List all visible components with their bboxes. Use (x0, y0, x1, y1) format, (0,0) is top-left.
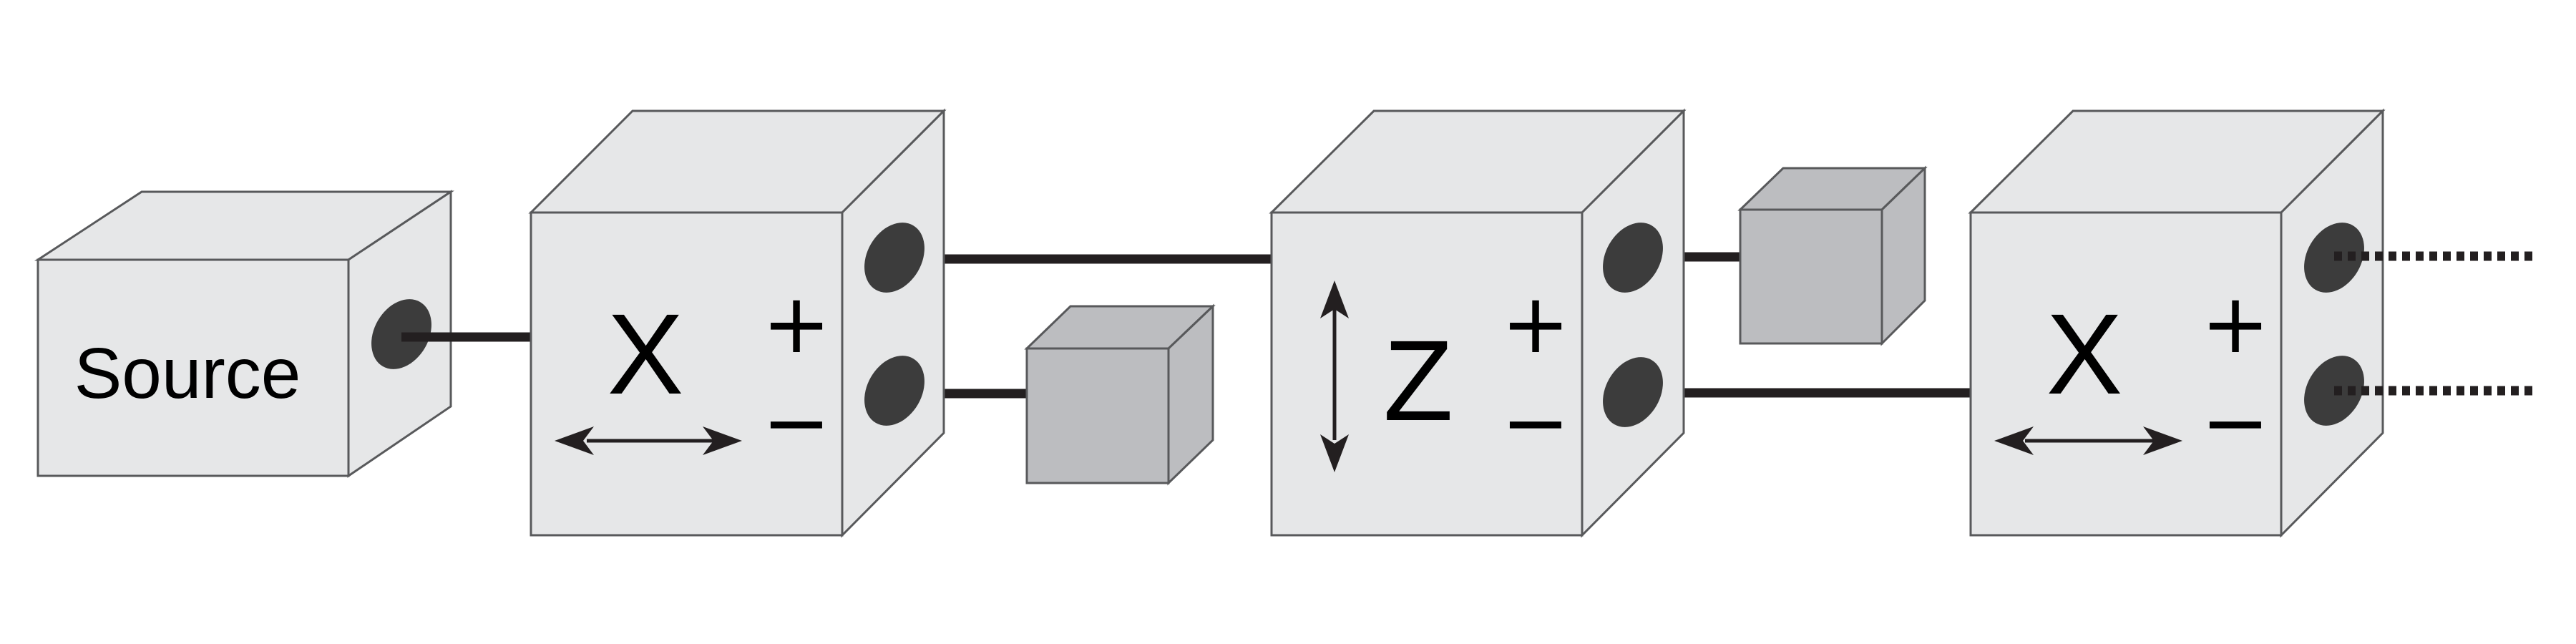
stage-z-plus-sign: + (1501, 276, 1570, 372)
stage-z-axis-label: Z (1383, 316, 1453, 444)
stage-x2-horizontal-arrow (1994, 426, 2182, 455)
source-box: Source (34, 190, 454, 478)
stage-z-minus-sign: − (1501, 375, 1570, 471)
stage-x2-front (1969, 211, 2283, 537)
stage-z-plus-port (1603, 223, 1663, 293)
small-box-1 (1024, 303, 1216, 486)
stage-x2-plus-sign: + (2201, 276, 2270, 372)
stage-x1-plus-port (864, 223, 924, 293)
stage-z-front (1270, 211, 1584, 537)
stage-x2-minus-sign: − (2201, 375, 2270, 471)
stage-x2-axis-label: X (2046, 290, 2123, 418)
stage-x1-axis-label: X (608, 290, 684, 418)
stage-z-minus-port (1603, 357, 1663, 427)
stage-x1-horizontal-arrow (555, 426, 742, 455)
stage-x1-minus-port (864, 356, 924, 426)
stage-x2-box: X + − (1968, 108, 2386, 538)
stage-x1-box: X + − (528, 108, 947, 538)
stage-z-box: Z + − (1269, 108, 1687, 538)
stage-x1-minus-sign: − (762, 375, 831, 471)
source-label: Source (74, 333, 301, 414)
stage-x1-plus-sign: + (762, 276, 831, 372)
stage-z-vertical-arrow (1320, 280, 1349, 472)
small-box-2 (1737, 165, 1928, 346)
source-box-front (36, 258, 350, 477)
stage-x1-front (530, 211, 844, 537)
